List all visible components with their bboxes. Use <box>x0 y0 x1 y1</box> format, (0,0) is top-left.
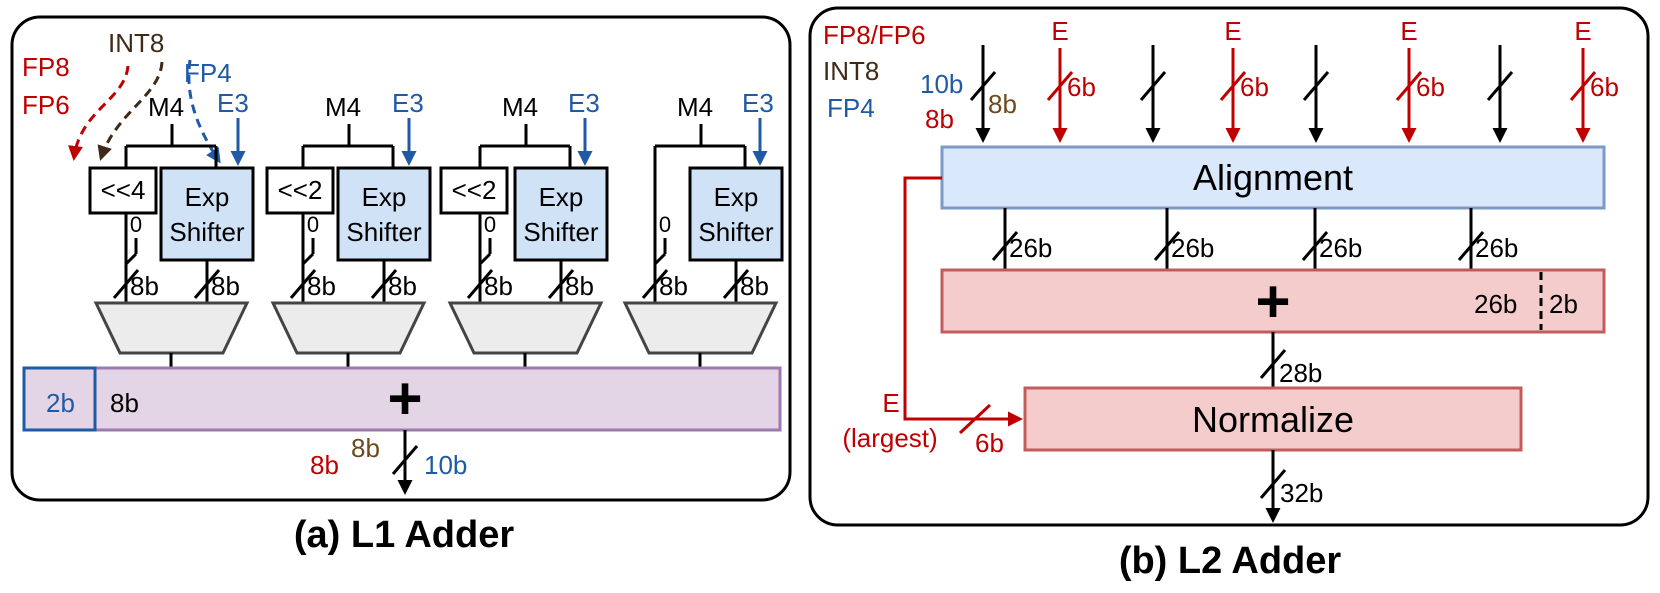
l1-sum-2b-label: 2b <box>46 388 75 418</box>
l1-fp-route-arrow <box>68 65 130 161</box>
l1-exp-label: Exp <box>539 182 584 212</box>
l1-shift4-label: <<4 <box>101 175 146 205</box>
l1-zero-label: 0 <box>659 212 671 237</box>
l2-e-label: E <box>1051 16 1068 46</box>
l2-int8-label: INT8 <box>823 56 879 86</box>
l1-caption: (a) L1 Adder <box>294 514 514 556</box>
l2-in-8b-brown-label: 8b <box>988 89 1017 119</box>
l1-e3-label: E3 <box>217 88 249 118</box>
l2-e-6b-label: 6b <box>1590 72 1619 102</box>
l1-width-8b-a: 8b <box>484 271 513 301</box>
l2-w32b-label: 32b <box>1280 478 1323 508</box>
l1-out-fp4-label: 10b <box>424 450 467 480</box>
l1-shift4-box <box>88 166 158 215</box>
l2-e-6b-label: 6b <box>1416 72 1445 102</box>
l1-exp-label: Exp <box>714 182 759 212</box>
l1-e3-label: E3 <box>742 88 774 118</box>
l1-shifter-label: Shifter <box>169 217 244 247</box>
l2-largest-exp-wire <box>903 176 1023 427</box>
l2-in-8b-red-label: 8b <box>925 104 954 134</box>
l1-fp4-label: FP4 <box>184 58 232 88</box>
l1-shift2-label: <<2 <box>278 175 323 205</box>
l2-e-label: E <box>1224 16 1241 46</box>
l1-sum-8b-label: 8b <box>110 388 139 418</box>
l1-exp-shifter <box>336 166 432 262</box>
l1-width-8b-b: 8b <box>211 271 240 301</box>
l1-fp8-label: FP8 <box>22 52 70 82</box>
l1-width-8b-b: 8b <box>565 271 594 301</box>
l2-alignment-label: Alignment <box>1193 157 1353 198</box>
l1-shifter-label: Shifter <box>698 217 773 247</box>
l2-w26b-label: 26b <box>1475 233 1518 263</box>
l1-exp-shifter <box>513 166 609 262</box>
l2-e-largest-label-1: E <box>882 388 899 418</box>
l1-mux-3 <box>447 301 604 355</box>
l1-shift2-box <box>265 166 335 215</box>
l1-width-8b-a: 8b <box>659 271 688 301</box>
l2-plus-sign: + <box>1255 268 1290 335</box>
l1-shift2-label: <<2 <box>452 175 497 205</box>
l1-shifter-label: Shifter <box>346 217 421 247</box>
l1-exp-label: Exp <box>362 182 407 212</box>
l1-out-fp-label: 8b <box>310 450 339 480</box>
l2-normalize-label: Normalize <box>1192 399 1354 440</box>
l2-w26b-label: 26b <box>1171 233 1214 263</box>
l1-plus-sign: + <box>387 365 422 432</box>
l2-e-6b-label: 6b <box>1067 72 1096 102</box>
l1-shifter-label: Shifter <box>523 217 598 247</box>
l2-add-2b-label: 2b <box>1549 289 1578 319</box>
l2-e-6b-label: 6b <box>1240 72 1269 102</box>
l1-mux-4 <box>622 301 779 355</box>
l1-out-int-label: 8b <box>351 433 380 463</box>
l1-zero-label: 0 <box>307 212 319 237</box>
l1-width-8b-a: 8b <box>130 271 159 301</box>
l1-m4-label: M4 <box>325 92 361 122</box>
l2-adder-block <box>940 268 1606 334</box>
l1-m4-label: M4 <box>677 92 713 122</box>
l1-width-8b-b: 8b <box>740 271 769 301</box>
l1-mantissa-block-1: M4 E3 <<4 Exp Shifter 0 8b 8b <box>88 88 255 368</box>
l2-e-label: E <box>1400 16 1417 46</box>
l1-m4-label: M4 <box>148 92 184 122</box>
l1-int8-route-arrow <box>97 61 164 161</box>
l1-e3-label: E3 <box>392 88 424 118</box>
l1-m4-label: M4 <box>502 92 538 122</box>
l2-fp4-label: FP4 <box>827 93 875 123</box>
l1-exp-label: Exp <box>185 182 230 212</box>
l2-caption: (b) L2 Adder <box>1119 540 1342 582</box>
l2-normalize-block <box>1023 386 1523 452</box>
l2-e-label: E <box>1574 16 1591 46</box>
l1-mux-1 <box>93 301 250 355</box>
l1-mantissa-block-4: M4 E3 Exp Shifter 0 8b 8b <box>622 88 784 368</box>
l1-mantissa-block-3: M4 E3 <<2 Exp Shifter 0 8b 8b <box>439 88 609 368</box>
l2-add-26b-label: 26b <box>1474 289 1517 319</box>
l1-mux-2 <box>270 301 427 355</box>
l2-e-largest-label-2: (largest) <box>842 423 937 453</box>
l2-w28b-label: 28b <box>1279 358 1322 388</box>
l2-e-6b-label: 6b <box>975 428 1004 458</box>
l2-fpfp-label: FP8/FP6 <box>823 20 926 50</box>
l2-adder-panel: FP8/FP6 INT8 FP4 10b 8b 8b E 6b E 6b E 6… <box>808 6 1650 582</box>
l1-fp6-label: FP6 <box>22 90 70 120</box>
l1-width-8b-b: 8b <box>388 271 417 301</box>
l2-in-10b-label: 10b <box>920 69 963 99</box>
l1-width-8b-a: 8b <box>307 271 336 301</box>
l1-mantissa-block-2: M4 E3 <<2 Exp Shifter 0 8b 8b <box>265 88 432 368</box>
l1-fp4-route-arrow <box>187 59 221 164</box>
l1-e3-label: E3 <box>568 88 600 118</box>
l2-w26b-label: 26b <box>1319 233 1362 263</box>
l2-w26b-label: 26b <box>1009 233 1052 263</box>
l1-zero-label: 0 <box>484 212 496 237</box>
l1-shift2-box <box>439 166 509 215</box>
l1-zero-label: 0 <box>130 212 142 237</box>
l1-adder-panel: FP8 FP6 INT8 FP4 M4 E3 <<4 Exp Shifter 0 <box>10 15 792 556</box>
l1-int8-label: INT8 <box>108 28 164 58</box>
